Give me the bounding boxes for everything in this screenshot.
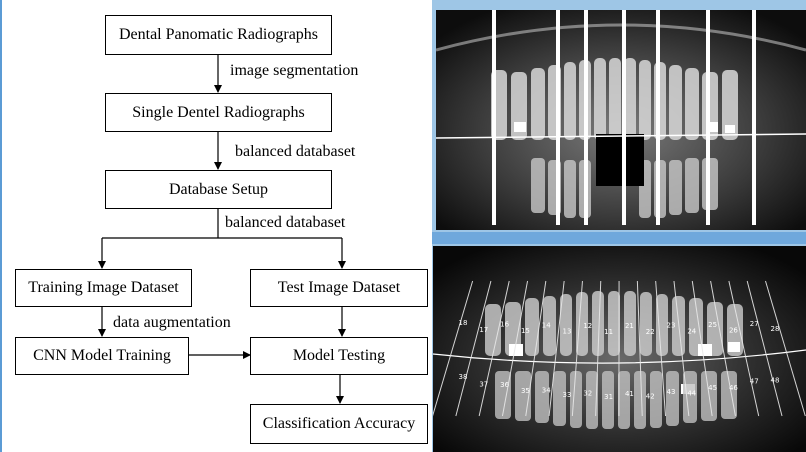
tooth-number-upper: 21 [625, 322, 634, 330]
tooth-separator-line [501, 280, 529, 417]
occlusal-line [436, 133, 806, 139]
tooth-separator-line [765, 280, 806, 417]
tooth-number-upper: 14 [542, 321, 551, 329]
segmented-panoramic-xray [436, 10, 806, 230]
tooth-number-lower: 36 [500, 381, 509, 389]
tooth-separator-line [455, 280, 492, 417]
label-data-augmentation: data augmentation [113, 314, 231, 331]
tooth-number-upper: 23 [667, 322, 676, 330]
fillings [514, 122, 735, 133]
tooth-number-lower: 47 [750, 377, 759, 385]
missing-region-block [596, 134, 644, 186]
tooth-separator-line [746, 280, 783, 417]
lower-tooth-numbers: 38 37 36 35 34 33 32 31 41 42 43 44 45 46 47 48 [459, 373, 780, 401]
tooth-separator-line [571, 280, 583, 417]
tooth-number-lower: 43 [667, 388, 676, 396]
tooth-number-lower: 44 [687, 389, 696, 397]
tooth-separator-line [655, 280, 667, 417]
tooth-number-lower: 42 [646, 392, 655, 400]
label-balanced-database-1: balanced databaset [235, 143, 356, 160]
tooth-number-upper: 13 [563, 328, 572, 336]
tooth-number-lower: 37 [479, 380, 488, 388]
tooth-number-lower: 35 [521, 387, 530, 395]
node-panoramic-radiographs: Dental Panomatic Radiographs [105, 15, 332, 55]
tooth-separator-line [691, 280, 713, 417]
node-single-radiographs: Single Dentel Radiographs [105, 93, 332, 132]
tooth-number-lower: 38 [459, 373, 468, 381]
tooth-separator-line [433, 280, 474, 417]
tooth-number-upper: 26 [729, 327, 738, 335]
node-training-image-dataset: Training Image Dataset [15, 269, 192, 307]
panel-divider [432, 232, 806, 244]
tooth-number-lower: 32 [583, 389, 592, 397]
tooth-number-upper: 12 [583, 322, 592, 330]
tooth-number-lower: 34 [542, 386, 551, 394]
tooth-separator-line [478, 280, 510, 417]
node-database-setup: Database Setup [105, 170, 332, 209]
node-model-testing: Model Testing [250, 337, 428, 375]
lower-teeth [495, 371, 737, 429]
node-test-image-dataset: Test Image Dataset [250, 269, 428, 307]
node-classification-accuracy: Classification Accuracy [250, 404, 428, 444]
tooth-separator-line [548, 280, 565, 417]
tooth-number-upper: 15 [521, 327, 530, 335]
tooth-number-lower: 31 [604, 393, 613, 401]
label-image-segmentation: image segmentation [230, 62, 359, 79]
tooth-number-upper: 16 [500, 320, 509, 328]
tooth-separator-line [525, 280, 547, 417]
tooth-number-upper: 28 [771, 325, 780, 333]
tooth-number-lower: 46 [729, 384, 738, 392]
tooth-number-lower: 48 [771, 376, 780, 384]
tooth-separator-line [728, 280, 760, 417]
tooth-number-upper: 25 [708, 321, 717, 329]
tooth-number-upper: 22 [646, 328, 655, 336]
flowchart-connectors [98, 55, 346, 404]
tooth-number-upper: 27 [750, 320, 759, 328]
tooth-number-lower: 41 [625, 390, 634, 398]
segment-dividers [492, 10, 756, 225]
tooth-number-lower: 45 [708, 384, 717, 392]
upper-tooth-numbers: 18 17 16 15 14 13 12 11 21 22 23 24 25 26 27 28 [459, 319, 780, 336]
tooth-separator-line [710, 280, 736, 417]
tooth-separator-line [636, 280, 643, 417]
tooth-number-lower: 33 [563, 391, 572, 399]
tooth-separators [433, 280, 806, 417]
tooth-number-upper: 24 [687, 327, 696, 335]
node-cnn-model-training: CNN Model Training [15, 337, 189, 375]
tooth-number-upper: 11 [604, 328, 613, 336]
label-balanced-database-2: balanced databaset [225, 214, 346, 231]
tooth-number-upper: 18 [459, 319, 468, 327]
tooth-number-upper: 17 [479, 326, 488, 334]
tooth-separator-line [595, 280, 602, 417]
tooth-separator-line [673, 280, 690, 417]
upper-teeth [485, 291, 743, 356]
